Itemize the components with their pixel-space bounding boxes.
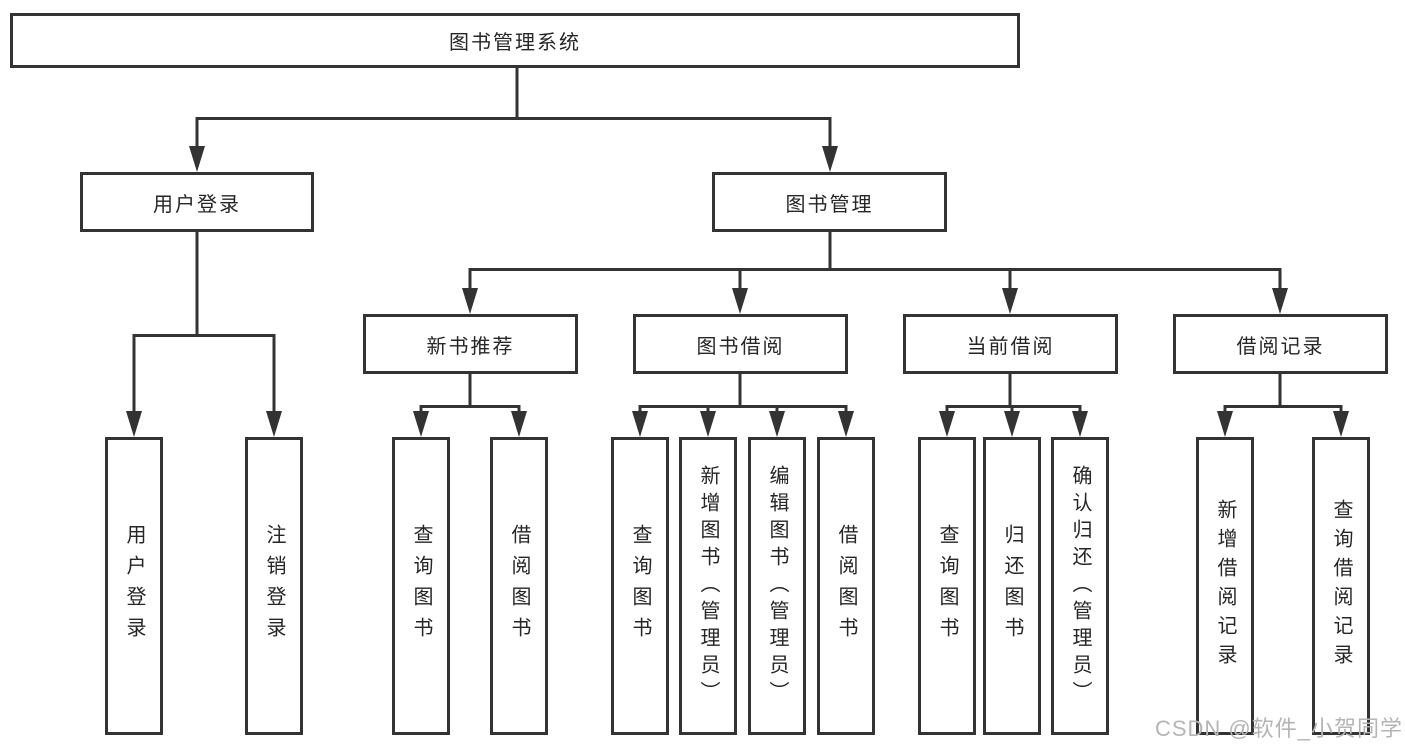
node-new-book-recommend: 新书推荐 (363, 314, 578, 374)
leaf-query-books-recommend-label: 查询图书 (410, 524, 432, 648)
leaf-logout: 注销登录 (245, 437, 303, 735)
node-library-system: 图书管理系统 (10, 13, 1020, 68)
node-book-borrow: 图书借阅 (633, 314, 848, 374)
connector-login-to-leaves (126, 232, 282, 437)
connector-records-to-leaves (1217, 374, 1349, 437)
leaf-edit-book-admin-label: 编辑图书（管理员） (766, 464, 788, 708)
connector-recommend-to-leaves (413, 374, 527, 437)
leaf-borrow-books: 借阅图书 (817, 437, 875, 735)
leaf-query-borrow-record-label: 查询借阅记录 (1330, 499, 1352, 673)
connector-borrow-to-leaves (632, 374, 854, 437)
connector-management-to-groups (462, 232, 1288, 314)
node-current-borrow-label: 当前借阅 (966, 335, 1055, 358)
leaf-query-books-borrow: 查询图书 (611, 437, 669, 735)
connector-root-to-level2 (189, 68, 838, 172)
leaf-add-book-admin: 新增图书（管理员） (679, 437, 737, 735)
node-borrow-records-label: 借阅记录 (1236, 335, 1325, 358)
leaf-logout-label: 注销登录 (263, 524, 285, 648)
node-user-login-label: 用户登录 (153, 193, 241, 216)
leaf-query-books-current: 查询图书 (918, 437, 976, 735)
node-book-management-label: 图书管理 (785, 193, 874, 216)
leaf-query-borrow-record: 查询借阅记录 (1312, 437, 1370, 735)
leaf-query-books-borrow-label: 查询图书 (629, 524, 651, 648)
node-user-login: 用户登录 (80, 172, 314, 232)
leaf-query-books-recommend: 查询图书 (392, 437, 450, 735)
node-book-borrow-label: 图书借阅 (696, 335, 785, 358)
leaf-borrow-books-recommend-label: 借阅图书 (508, 524, 530, 648)
csdn-watermark: CSDN @软件_小贺同学 (1154, 716, 1403, 741)
leaf-edit-book-admin: 编辑图书（管理员） (748, 437, 806, 735)
leaf-return-books: 归还图书 (983, 437, 1041, 735)
node-book-management: 图书管理 (712, 172, 947, 232)
leaf-query-books-current-label: 查询图书 (936, 524, 958, 648)
leaf-return-books-label: 归还图书 (1001, 524, 1023, 648)
leaf-borrow-books-label: 借阅图书 (835, 524, 857, 648)
leaf-user-login: 用户登录 (105, 437, 163, 735)
leaf-add-borrow-record-label: 新增借阅记录 (1214, 499, 1236, 673)
node-library-system-label: 图书管理系统 (449, 32, 581, 54)
leaf-confirm-return-admin-label: 确认归还（管理员） (1069, 464, 1091, 708)
leaf-borrow-books-recommend: 借阅图书 (490, 437, 548, 735)
node-current-borrow: 当前借阅 (903, 314, 1118, 374)
leaf-add-book-admin-label: 新增图书（管理员） (697, 464, 719, 708)
node-borrow-records: 借阅记录 (1173, 314, 1388, 374)
leaf-user-login-label: 用户登录 (123, 524, 145, 648)
connector-current-to-leaves (939, 374, 1088, 437)
leaf-add-borrow-record: 新增借阅记录 (1196, 437, 1254, 735)
node-new-book-recommend-label: 新书推荐 (426, 335, 515, 358)
leaf-confirm-return-admin: 确认归还（管理员） (1051, 437, 1109, 735)
